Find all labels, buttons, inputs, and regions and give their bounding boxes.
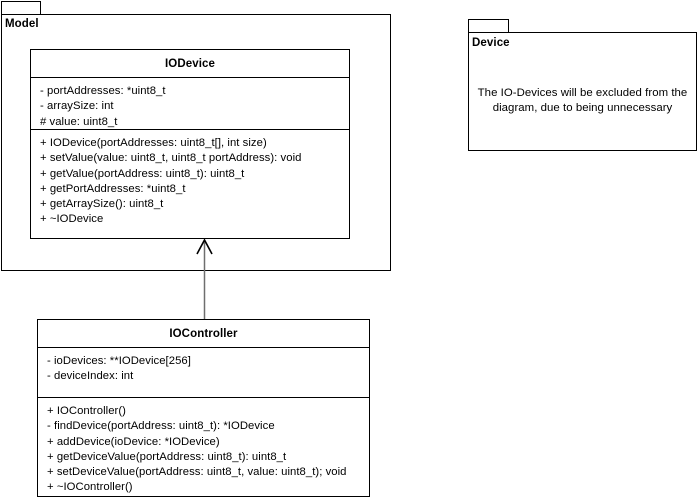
package-model-tab	[1, 1, 41, 15]
attribute-row: - ioDevices: **IODevice[256]	[47, 355, 191, 367]
device-note-line-2: diagram, due to being unnecessary	[492, 102, 673, 114]
package-model-label: Model	[5, 18, 39, 30]
operation-row: + getArraySize(): uint8_t	[40, 198, 164, 211]
operation-row: + setDeviceValue(portAddress: uint8_t, v…	[47, 466, 347, 479]
device-note-line-1: The IO-Devices will be excluded from the	[477, 87, 688, 99]
class-iocontroller-operations: + IOController() - findDevice(portAddres…	[38, 398, 369, 502]
class-iodevice-divider-1	[31, 77, 349, 78]
class-iodevice-divider-2	[31, 129, 349, 130]
operation-row: + setValue(value: uint8_t, uint8_t portA…	[40, 152, 302, 165]
class-iocontroller-divider-2	[38, 397, 369, 398]
attribute-row: - portAddresses: *uint8_t	[40, 85, 166, 97]
attribute-row: - deviceIndex: int	[47, 370, 134, 383]
class-iocontroller-attributes: - ioDevices: **IODevice[256] - deviceInd…	[38, 348, 369, 397]
operation-row: + getDeviceValue(portAddress: uint8_t): …	[47, 450, 287, 463]
package-device-body	[468, 32, 697, 151]
class-iodevice-title: IODevice	[164, 57, 216, 70]
class-iocontroller-title: IOController	[169, 327, 238, 340]
operation-row: + ~IODevice	[40, 213, 104, 226]
operation-row: + IOController()	[47, 405, 126, 417]
class-iocontroller-divider-1	[38, 347, 369, 348]
class-iodevice[interactable]: IODevice - portAddresses: *uint8_t - arr…	[30, 49, 350, 239]
package-device-tab	[468, 19, 509, 33]
class-iocontroller[interactable]: IOController - ioDevices: **IODevice[256…	[37, 319, 370, 497]
operation-row: - findDevice(portAddress: uint8_t): *IOD…	[47, 420, 275, 433]
class-iodevice-operations: + IODevice(portAddresses: uint8_t[], int…	[31, 130, 349, 234]
operation-row: + ~IOController()	[47, 481, 133, 494]
operation-row: + getPortAddresses: *uint8_t	[40, 182, 186, 195]
operation-row: + addDevice(ioDevice: *IODevice)	[47, 435, 220, 448]
package-device[interactable]: Device The IO-Devices will be excluded f…	[468, 19, 697, 151]
operation-row: + getValue(portAddress: uint8_t): uint8_…	[40, 167, 245, 180]
attribute-row: # value: uint8_t	[40, 115, 118, 128]
attribute-row: - arraySize: int	[40, 100, 114, 113]
operation-row: + IODevice(portAddresses: uint8_t[], int…	[40, 137, 267, 149]
class-iodevice-attributes: - portAddresses: *uint8_t - arraySize: i…	[31, 78, 349, 129]
package-device-label: Device	[472, 37, 510, 49]
